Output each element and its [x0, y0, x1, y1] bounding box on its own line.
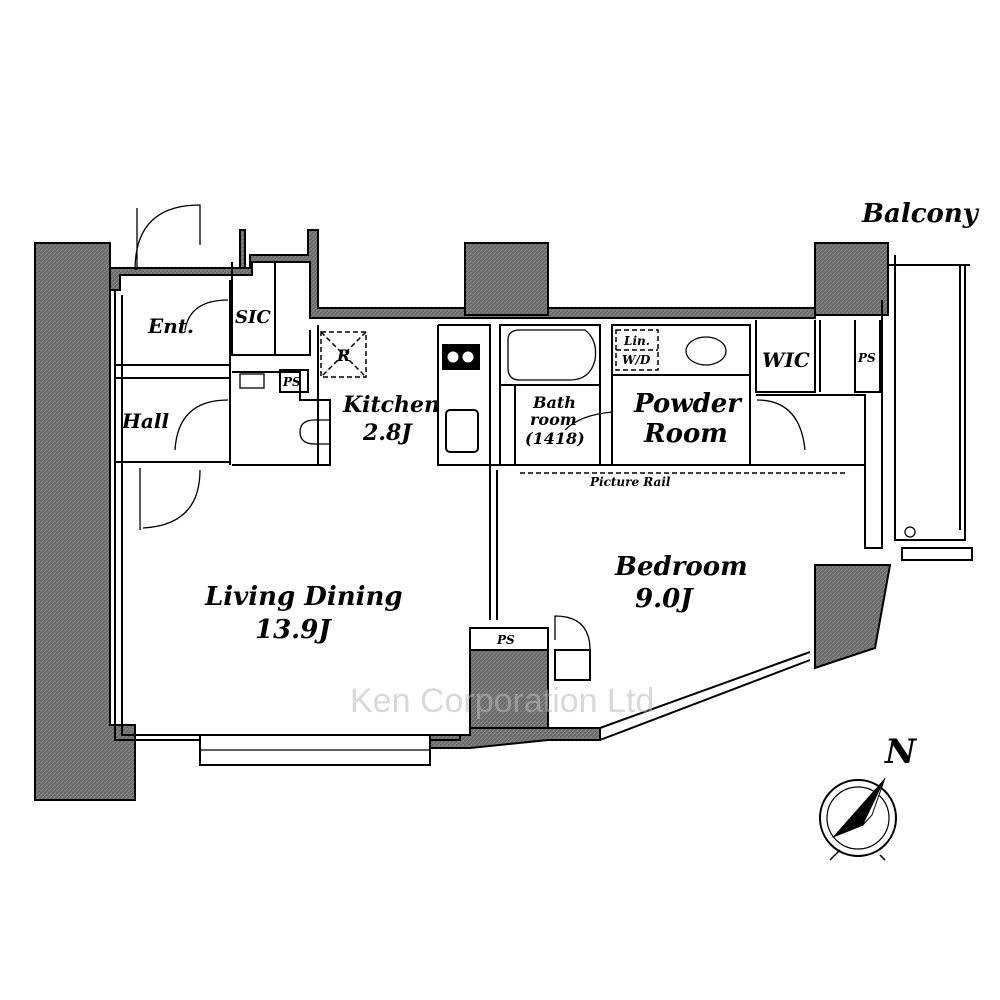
north-compass: N [819, 732, 918, 861]
sic-label: SIC [235, 307, 271, 328]
bedroom-label: Bedroom [614, 552, 748, 582]
hall-label: Hall [121, 409, 169, 433]
bathroom-label-2: room [530, 410, 577, 429]
room-labels: Balcony Ent. SIC PS R Hall Kitchen 2.8J … [121, 199, 980, 720]
powder-room-label-1: Powder [633, 389, 743, 419]
bathroom-size: (1418) [525, 429, 585, 448]
partitions [114, 204, 973, 766]
watermark: Ken Corporation Ltd [350, 682, 654, 720]
bathroom-label-1: Bath [532, 393, 576, 412]
structural-walls [34, 229, 892, 801]
picture-rail-label: Picture Rail [589, 475, 671, 489]
ps-label-top: PS [282, 375, 301, 389]
powder-room-label-2: Room [643, 419, 728, 449]
ps-label-bottom: PS [496, 633, 515, 647]
balcony-label: Balcony [861, 199, 980, 229]
refrigerator-label: R [336, 346, 350, 365]
compass-needle-icon [832, 778, 885, 838]
entrance-label: Ent. [147, 314, 194, 338]
living-dining-label: Living Dining [204, 582, 403, 612]
wic-label: WIC [762, 348, 810, 372]
kitchen-size: 2.8J [362, 420, 413, 446]
bedroom-size: 9.0J [635, 584, 694, 614]
washer-dryer-label: W/D [622, 353, 651, 367]
linen-label: Lin. [623, 334, 650, 348]
north-label: N [884, 732, 918, 772]
kitchen-label: Kitchen [342, 392, 440, 418]
living-dining-size: 13.9J [255, 615, 332, 645]
ps-label-wic: PS [857, 351, 876, 365]
